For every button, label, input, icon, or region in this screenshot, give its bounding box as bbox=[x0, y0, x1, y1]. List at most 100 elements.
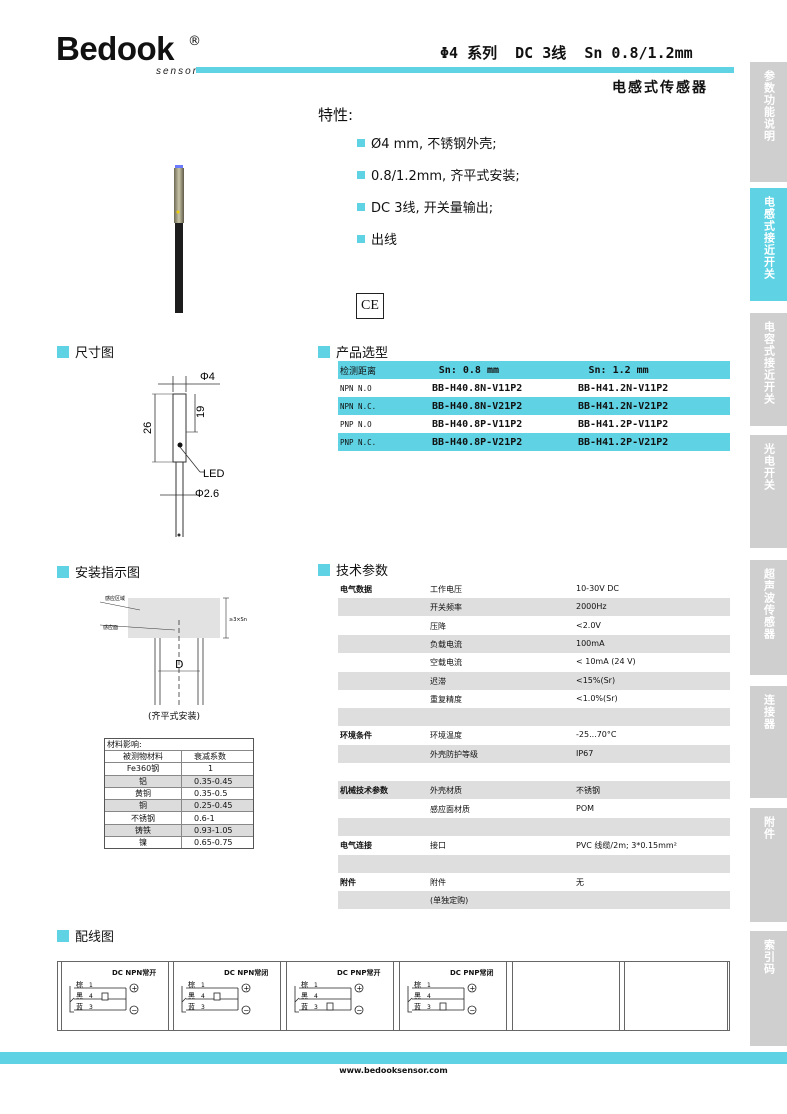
tab-inductive[interactable]: 电感式接近开关 bbox=[750, 188, 787, 301]
cell: 压降 bbox=[430, 621, 446, 631]
minus-terminal-icon bbox=[467, 1005, 477, 1015]
table-row: 重复精度<1.0%(Sr) bbox=[338, 690, 730, 708]
cell: -25...70°C bbox=[576, 730, 617, 740]
tab-label: 光电开关 bbox=[762, 443, 776, 491]
table-row bbox=[338, 817, 730, 836]
tab-accessories[interactable]: 附件 bbox=[750, 808, 787, 922]
switch-symbol bbox=[181, 997, 187, 1003]
tab-label: 电容式接近开关 bbox=[762, 321, 776, 405]
cell: 接口 bbox=[430, 841, 446, 851]
dimension-heading: 尺寸图 bbox=[57, 342, 114, 361]
load-icon bbox=[101, 992, 109, 1001]
materials-title: 材料影响: bbox=[107, 740, 142, 749]
plus-label: + bbox=[357, 985, 363, 993]
footer-bar bbox=[0, 1052, 787, 1064]
bullet-icon bbox=[357, 202, 365, 211]
cell: 不锈钢 bbox=[576, 786, 600, 796]
table-row bbox=[338, 763, 730, 781]
sensor-bracket bbox=[69, 986, 74, 1013]
cell: 0.35-0.5 bbox=[194, 789, 228, 799]
wire-color-label: 蓝 bbox=[76, 1002, 83, 1011]
cell: 0.65-0.75 bbox=[194, 838, 233, 848]
table-row: 附件附件无 bbox=[338, 873, 730, 891]
table-row: 空载电流< 10mA (24 V) bbox=[338, 653, 730, 671]
cell: 电气数据 bbox=[340, 585, 372, 594]
cell: 0.6-1 bbox=[194, 813, 215, 823]
wire-color-label: 蓝 bbox=[414, 1002, 421, 1011]
pin-number: 3 bbox=[201, 1004, 205, 1011]
model-table: 检测距离 Sn: 0.8 mm Sn: 1.2 mm NPN N.O BB-H4… bbox=[338, 361, 730, 451]
tab-capacitive[interactable]: 电容式接近开关 bbox=[750, 313, 787, 426]
header-cell: Sn: 0.8 mm bbox=[438, 364, 499, 376]
tab-photoelectric[interactable]: 光电开关 bbox=[750, 435, 787, 548]
wire-color-label: 棕 bbox=[414, 980, 421, 989]
install-caption: (齐平式安装) bbox=[148, 712, 201, 722]
header-cell: 被测物材料 bbox=[105, 751, 182, 763]
cell: 机械技术参数 bbox=[340, 786, 388, 796]
table-row: NPN N.O BB-H40.8N-V11P2 BB-H41.2N-V11P2 bbox=[338, 379, 730, 397]
cell: BB-H40.8N-V21P2 bbox=[432, 400, 523, 412]
minus-label: − bbox=[244, 1007, 250, 1015]
cell: 电气连接 bbox=[340, 841, 372, 851]
minus-label: − bbox=[132, 1007, 138, 1015]
bullet-icon bbox=[357, 138, 365, 147]
tab-connectors[interactable]: 连接器 bbox=[750, 686, 787, 798]
cell: 10-30V DC bbox=[576, 584, 620, 593]
cell: 感应面材质 bbox=[430, 804, 470, 814]
cell: 0.93-1.05 bbox=[194, 825, 233, 835]
cell: < 10mA (24 V) bbox=[576, 657, 636, 667]
section-title: 产品选型 bbox=[336, 346, 389, 361]
section-title: 尺寸图 bbox=[75, 346, 115, 361]
cell: 无 bbox=[576, 877, 584, 887]
sensor-bracket bbox=[407, 986, 412, 1013]
pin-number: 1 bbox=[201, 982, 205, 989]
cell: 重复精度 bbox=[430, 694, 462, 704]
wire-color-label: 黑 bbox=[188, 992, 195, 1000]
section-icon bbox=[318, 563, 330, 576]
cell: PNP N.C. bbox=[340, 437, 377, 447]
minus-terminal-icon bbox=[241, 1005, 251, 1015]
cell: 2000Hz bbox=[576, 602, 607, 612]
feature-item: DC 3线, 开关量输出; bbox=[357, 197, 493, 216]
wire-color-label: 棕 bbox=[76, 980, 83, 989]
brand-sub: sensor bbox=[156, 66, 199, 77]
table-row: PNP N.O BB-H40.8P-V11P2 BB-H41.2P-V11P2 bbox=[338, 415, 730, 433]
minus-terminal-icon bbox=[354, 1005, 364, 1015]
cell: 黄铜 bbox=[105, 787, 182, 800]
cell: 不锈钢 bbox=[105, 812, 182, 824]
table-row bbox=[338, 854, 730, 873]
footer-url[interactable]: www.bedooksensor.com bbox=[339, 1066, 448, 1075]
wiring-empty-box bbox=[512, 961, 620, 1031]
plus-terminal-icon bbox=[467, 983, 477, 993]
install-face-label: 感应面 bbox=[103, 624, 118, 631]
install-zone-label: 感应区域 bbox=[105, 595, 125, 602]
dimension-drawing: Φ4 19 26 LED Φ2.6 bbox=[142, 371, 224, 537]
feature-item: 出线 bbox=[357, 229, 397, 248]
registered-mark: ® bbox=[188, 34, 201, 49]
cell: 开关频率 bbox=[430, 603, 462, 613]
dim-19: 19 bbox=[195, 406, 207, 418]
dim-26: 26 bbox=[142, 422, 154, 434]
tab-index[interactable]: 索引码 bbox=[750, 931, 787, 1046]
install-d-label: D bbox=[175, 658, 183, 671]
tab-ultrasonic[interactable]: 超声波传感器 bbox=[750, 560, 787, 675]
header-cell: 衰减系数 bbox=[194, 752, 226, 762]
wiring-empty-box bbox=[624, 961, 728, 1031]
cell: BB-H41.2P-V21P2 bbox=[578, 436, 669, 448]
cell: Fe360钢 bbox=[105, 763, 182, 775]
tab-parameters[interactable]: 参数功能说明 bbox=[750, 62, 787, 182]
table-row: 环境条件环境温度-25...70°C bbox=[338, 726, 730, 744]
plus-terminal-icon bbox=[241, 983, 251, 993]
cell: 铸铁 bbox=[105, 824, 182, 837]
table-row: (单独定购) bbox=[338, 891, 730, 910]
